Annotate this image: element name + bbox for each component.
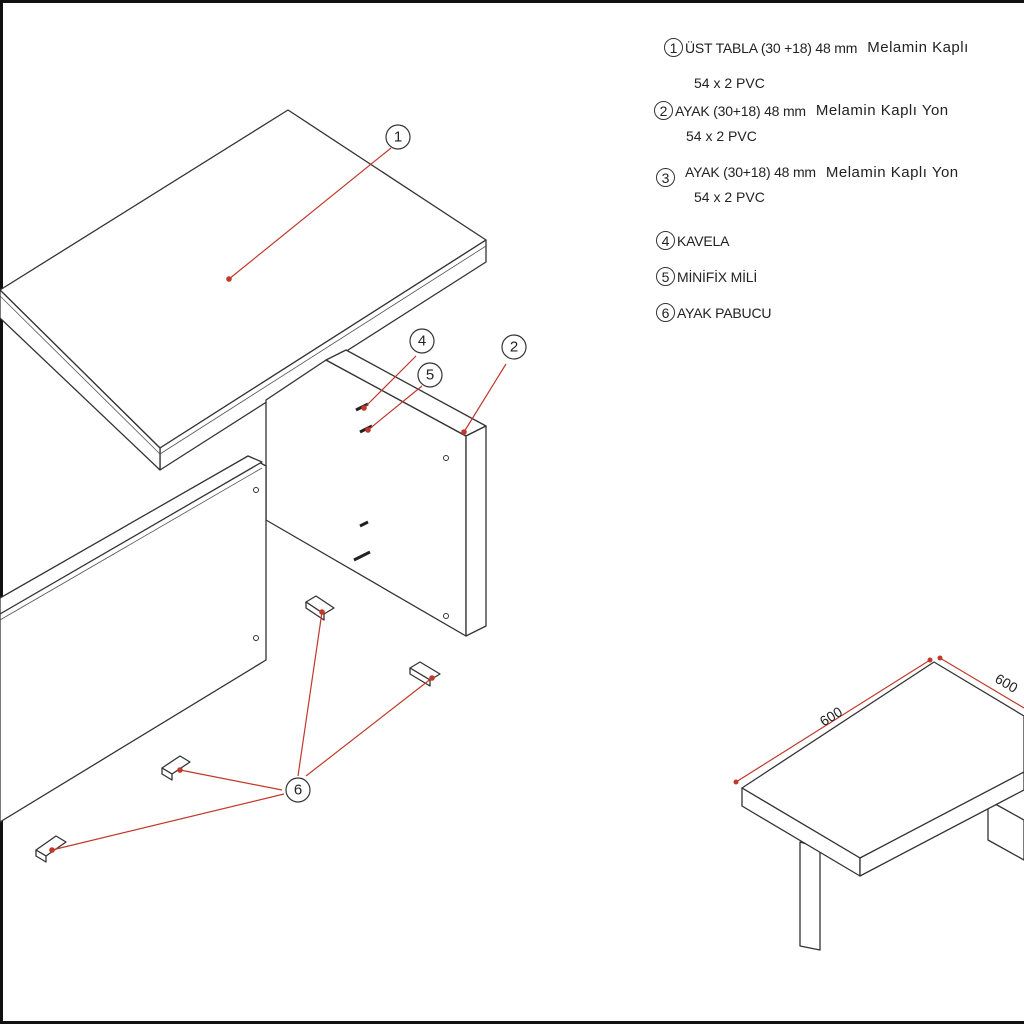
right-leg-panel (265, 349, 487, 637)
callout-2: 2 (501, 334, 527, 360)
callout-6: 6 (285, 777, 311, 803)
callout-4: 4 (409, 328, 435, 354)
svg-text:2: 2 (510, 339, 518, 356)
leader-lines (49, 147, 507, 853)
top-panel (0, 109, 487, 471)
svg-text:5: 5 (426, 367, 434, 384)
svg-text:1: 1 (394, 129, 402, 146)
svg-text:6: 6 (294, 782, 302, 799)
left-leg-panel (0, 455, 267, 823)
callout-5: 5 (417, 362, 443, 388)
svg-text:4: 4 (418, 333, 426, 350)
callout-1: 1 (385, 124, 411, 150)
assembled-view: 600 600 (733, 655, 1024, 951)
foot-pads (35, 595, 441, 863)
